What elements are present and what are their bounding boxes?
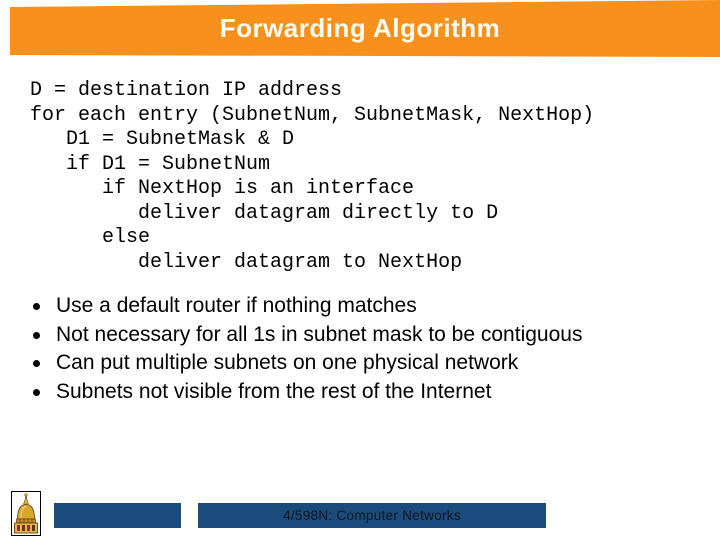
bullet-icon [33,303,40,310]
list-item: Can put multiple subnets on one physical… [33,349,693,378]
slide-title: Forwarding Algorithm [219,13,501,43]
bullet-icon [33,360,40,368]
footer-course-label: 4/598N: Computer Networks [283,508,461,523]
code-line: if D1 = SubnetNum [30,152,271,176]
list-item: Not necessary for all 1s in subnet mask … [33,321,693,350]
code-line: D1 = SubnetMask & D [30,128,295,151]
code-line: deliver datagram directly to D [30,201,499,225]
code-line: for each entry (SubnetNum, SubnetMask, N… [30,103,595,127]
golden-dome-icon [11,491,41,536]
list-item: Use a default router if nothing matches [33,292,693,321]
title-bar: Forwarding Algorithm [10,0,720,57]
bullet-text: Not necessary for all 1s in subnet mask … [56,322,583,346]
bullet-text: Subnets not visible from the rest of the… [56,380,492,404]
bullet-icon [33,331,40,339]
footer-bar-left [54,503,181,528]
code-line: D = destination IP address [30,79,343,102]
university-dome-logo [11,491,41,536]
code-line: else [30,226,151,249]
list-item: Subnets not visible from the rest of the… [33,378,693,407]
bullet-icon [33,389,40,397]
bullet-text: Can put multiple subnets on one physical… [56,351,519,375]
code-line: deliver datagram to NextHop [30,250,463,274]
footer-bar-center: 4/598N: Computer Networks [198,503,546,528]
bullet-text: Use a default router if nothing matches [56,294,417,317]
bullet-list: Use a default router if nothing matches … [33,292,693,407]
code-line: if NextHop is an interface [30,177,415,200]
